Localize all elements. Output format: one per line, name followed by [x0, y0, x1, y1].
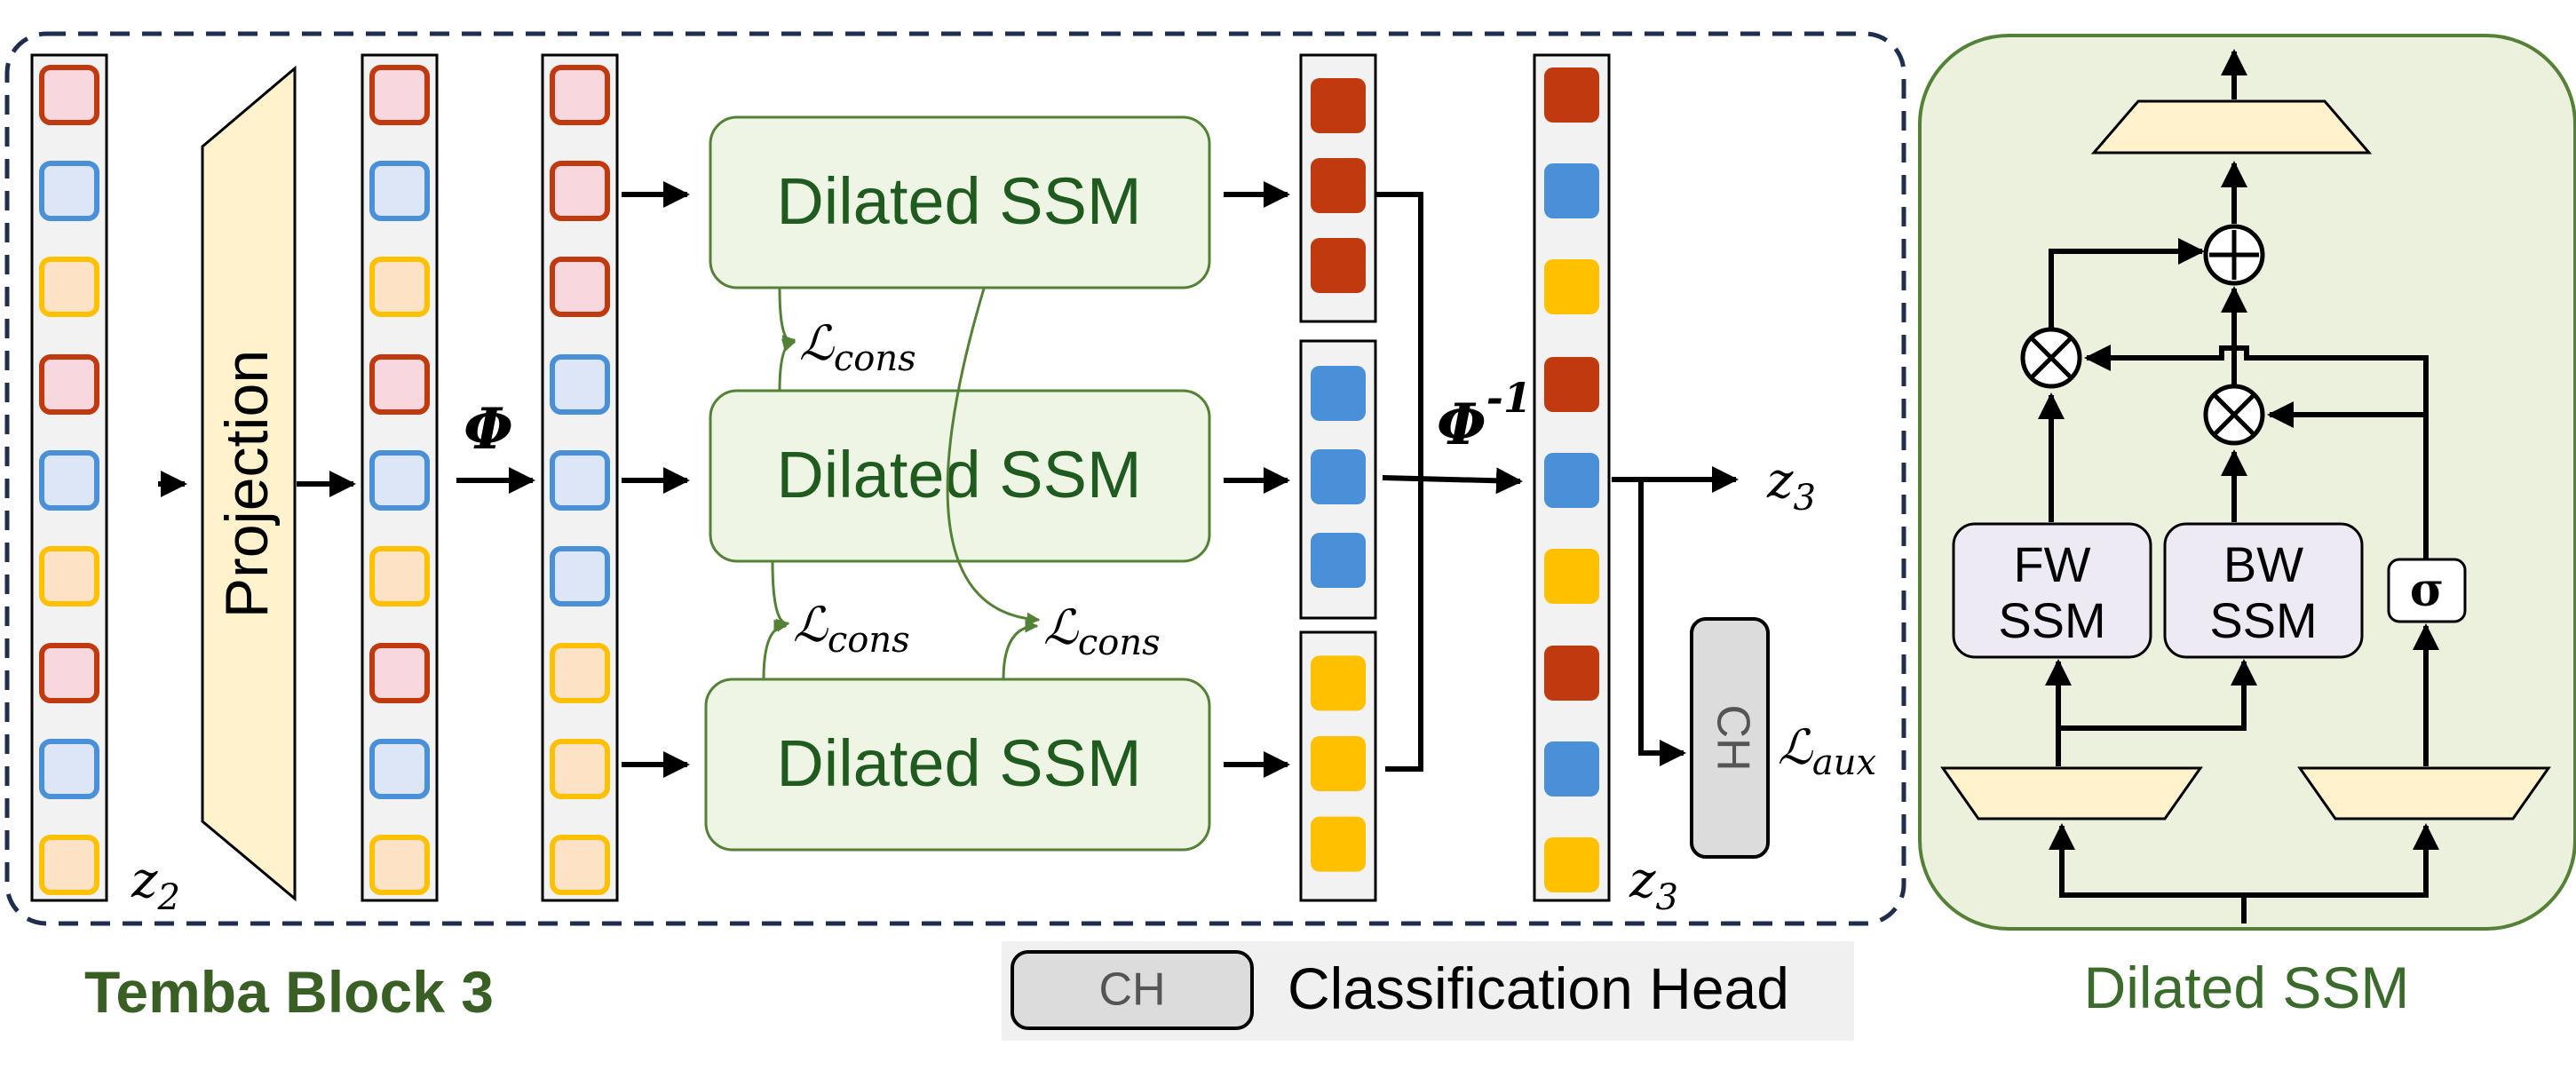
projection-block: [201, 65, 297, 902]
dilated-ssm-box-2: Dilated SSM: [709, 389, 1211, 563]
fw-ssm-box: [1952, 522, 2152, 659]
legend-ch-key-label: CH: [1098, 964, 1165, 1016]
loss-cons-label-3: ℒcons: [1043, 599, 1161, 663]
token-columns: [30, 53, 1611, 902]
token: [369, 257, 430, 317]
token: [39, 161, 99, 221]
phi-label: Φ: [464, 396, 513, 463]
bw-ssm-line2: SSM: [2209, 592, 2317, 648]
token: [369, 835, 430, 895]
token: [550, 65, 610, 125]
token: [550, 161, 610, 221]
dilated-ssm-label: Dilated SSM: [776, 438, 1141, 511]
arrow-left-proj-to-bw: [2058, 659, 2257, 731]
token: [1544, 741, 1599, 797]
token: [550, 450, 610, 511]
dilated-ssm-label: Dilated SSM: [776, 726, 1141, 800]
token: [1544, 837, 1599, 892]
token: [1311, 158, 1366, 213]
cons-curve-2: [778, 335, 797, 392]
ch-label: CH: [1707, 704, 1758, 771]
phi-inv-label: Φ-1: [1437, 374, 1532, 458]
dilated-ssm-detail-panel: FW SSM BW SSM σ: [1918, 34, 2576, 931]
token: [369, 354, 430, 415]
dilated-ssm-box-3: Dilated SSM: [704, 678, 1211, 852]
classification-head-box: [1690, 617, 1770, 859]
token: [39, 643, 99, 703]
fw-ssm-line1: FW: [2013, 536, 2090, 592]
token: [550, 257, 610, 317]
z3-output-label: z3: [1766, 452, 1816, 519]
arrow-left-times-to-plus: [2049, 238, 2205, 329]
input-projection-right: [2297, 766, 2551, 820]
token: [1544, 259, 1599, 314]
token: [1311, 655, 1366, 711]
detail-panel-title: Dilated SSM: [2084, 955, 2410, 1020]
token: [39, 739, 99, 799]
cons-curve-4: [762, 619, 788, 680]
legend-ch-key: [1011, 950, 1254, 1030]
token: [550, 354, 610, 415]
token: [369, 161, 430, 221]
token: [1311, 449, 1366, 504]
token: [39, 546, 99, 606]
token: [1311, 78, 1366, 133]
fw-ssm-line2: SSM: [1998, 592, 2105, 648]
token: [369, 546, 430, 606]
token: [369, 643, 430, 703]
token: [550, 739, 610, 799]
token: [550, 835, 610, 895]
dilated-ssm-box-1: Dilated SSM: [709, 115, 1211, 289]
sigma-label: σ: [2410, 563, 2444, 617]
token: [1311, 366, 1366, 421]
dilated-ssm-label: Dilated SSM: [776, 164, 1141, 238]
token: [39, 65, 99, 125]
token: [1311, 736, 1366, 791]
z2-label: z2: [131, 852, 180, 918]
cons-curve-3: [771, 560, 790, 632]
merge-line-top: [1376, 192, 1423, 772]
loss-cons-label-2: ℒcons: [793, 597, 910, 661]
block-title: Temba Block 3: [84, 959, 494, 1025]
token: [369, 65, 430, 125]
token: [1311, 816, 1366, 872]
loss-aux-label: ℒaux: [1778, 719, 1876, 783]
z3-column-label: z3: [1629, 852, 1678, 918]
legend-text: Classification Head: [1288, 955, 1789, 1021]
token: [39, 257, 99, 317]
legend: CH Classification Head: [1002, 941, 1854, 1041]
arrow-to-ch: [1638, 480, 1686, 766]
token: [1311, 533, 1366, 588]
bw-ssm-box: [2163, 522, 2364, 659]
sigma-to-left-times: [2084, 345, 2429, 577]
bw-ssm-line1: BW: [2223, 536, 2303, 592]
token: [39, 354, 99, 415]
token: [1544, 646, 1599, 701]
projection-label: Projection: [213, 350, 281, 618]
input-projection-left: [1940, 766, 2203, 820]
temba-block-frame: [4, 31, 1906, 926]
token: [1544, 163, 1599, 218]
cons-curve-6: [1002, 619, 1039, 680]
token: [39, 835, 99, 895]
output-projection: [2090, 99, 2373, 155]
token: [369, 739, 430, 799]
token: [369, 450, 430, 511]
cons-curve-5: [946, 288, 1041, 626]
loss-cons-label-1: ℒcons: [799, 315, 916, 379]
token: [1544, 67, 1599, 123]
token: [550, 546, 610, 606]
cons-curve-1: [778, 288, 797, 352]
token: [1544, 453, 1599, 508]
token: [39, 450, 99, 511]
token: [1544, 357, 1599, 412]
arrow-phi-inv: [1382, 467, 1523, 495]
token: [1311, 238, 1366, 293]
sigma-box: [2387, 558, 2467, 623]
token: [550, 643, 610, 703]
token: [1544, 549, 1599, 604]
